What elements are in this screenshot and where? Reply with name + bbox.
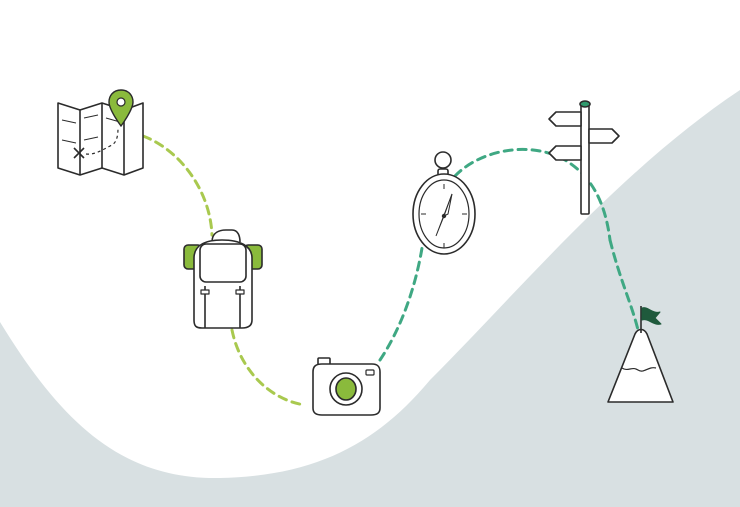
mountain-flag-icon — [607, 306, 674, 403]
dashed-path-light-2 — [230, 328, 307, 407]
compass-icon — [412, 151, 476, 255]
camera-icon — [312, 357, 381, 416]
dashed-path-light — [141, 134, 214, 237]
map-icon — [57, 102, 144, 176]
signpost-icon — [548, 100, 620, 215]
hill-background — [0, 90, 740, 507]
location-pin-icon — [108, 89, 134, 128]
dashed-path-dark — [378, 246, 424, 362]
dashed-path-dark-3 — [608, 238, 640, 332]
backpack-icon — [183, 229, 263, 329]
